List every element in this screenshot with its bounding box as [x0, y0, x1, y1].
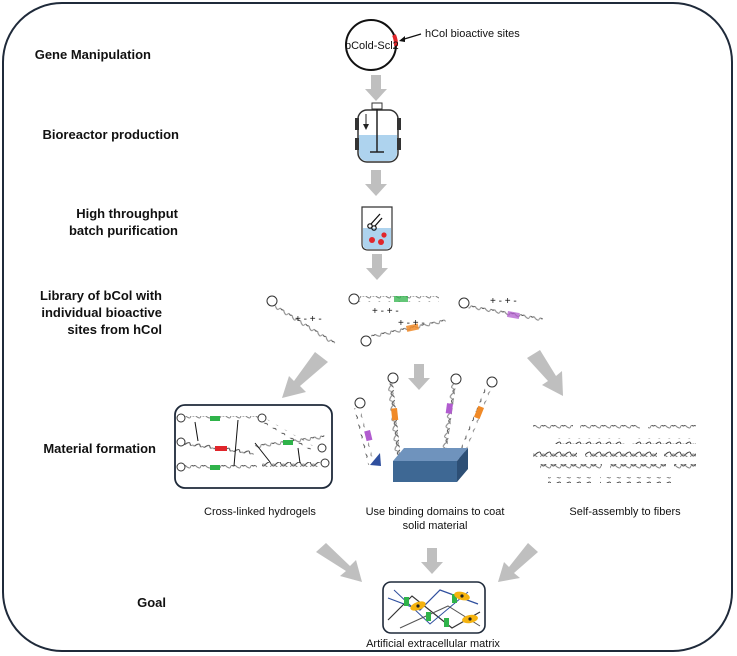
caption-hydrogel: Cross-linked hydrogels [204, 506, 316, 518]
library-molecule-4: + - + - [360, 318, 447, 347]
hydrogel-network [174, 404, 333, 489]
caption-fibers: Self-assembly to fibers [569, 506, 681, 518]
caption-coating-line2: solid material [402, 520, 468, 532]
stage-bioreactor-production: Bioreactor production [42, 127, 179, 142]
stage-gene-manipulation: Gene Manipulation [34, 47, 151, 62]
caption-coating-line1: Use binding domains to coat [365, 506, 505, 518]
plasmid-icon: pCold-Scl2 hCol bioactive sites [345, 19, 520, 71]
fiber-bundle [533, 425, 696, 483]
svg-text:+ - + -: + - + - [398, 318, 425, 329]
purification-tube-icon [361, 206, 393, 251]
arrow-to-fibers [527, 350, 563, 396]
library-molecule-2: + - + - [348, 293, 439, 317]
library-molecule-3: + - + - [458, 296, 543, 324]
arrow-coating-to-goal [421, 548, 443, 574]
stage-material-formation: Material formation [43, 441, 156, 456]
arrow-gene-to-bioreactor [365, 75, 387, 101]
caption-goal: Artificial extracellular matrix [366, 638, 500, 650]
stage-purification: High throughput batch purification [10, 205, 178, 239]
stage-library: Library of bCol with individual bioactiv… [10, 287, 162, 338]
caption-coating: Use binding domains to coat solid materi… [355, 505, 515, 533]
arrow-to-coating [408, 364, 430, 390]
stage-library-line3: sites from hCol [67, 322, 162, 337]
bioreactor-icon [355, 102, 401, 163]
arrow-to-hydrogel [282, 352, 328, 398]
arrow-purification-to-library [366, 254, 388, 280]
stage-library-line1: Library of bCol with [39, 288, 162, 303]
scissors-icon [367, 213, 383, 231]
arrow-hydrogel-to-goal [316, 543, 362, 582]
stage-goal: Goal [137, 595, 166, 610]
plasmid-label: pCold-Scl2 [345, 40, 399, 52]
coated-solid-material [354, 372, 498, 482]
library-molecule-1: + - + - [266, 295, 336, 348]
arrow-fibers-to-goal [498, 543, 538, 582]
stage-purification-line1: High throughput [76, 206, 178, 221]
charges-a: + - + - [295, 314, 322, 325]
arrow-bioreactor-to-purification [365, 170, 387, 196]
plasmid-annotation: hCol bioactive sites [425, 28, 520, 40]
stage-library-line2: individual bioactive [41, 305, 162, 320]
svg-text:+ - + -: + - + - [490, 296, 517, 307]
charges-b: + - + - [372, 306, 399, 317]
artificial-ecm [382, 581, 486, 634]
stage-purification-line2: batch purification [68, 223, 178, 238]
